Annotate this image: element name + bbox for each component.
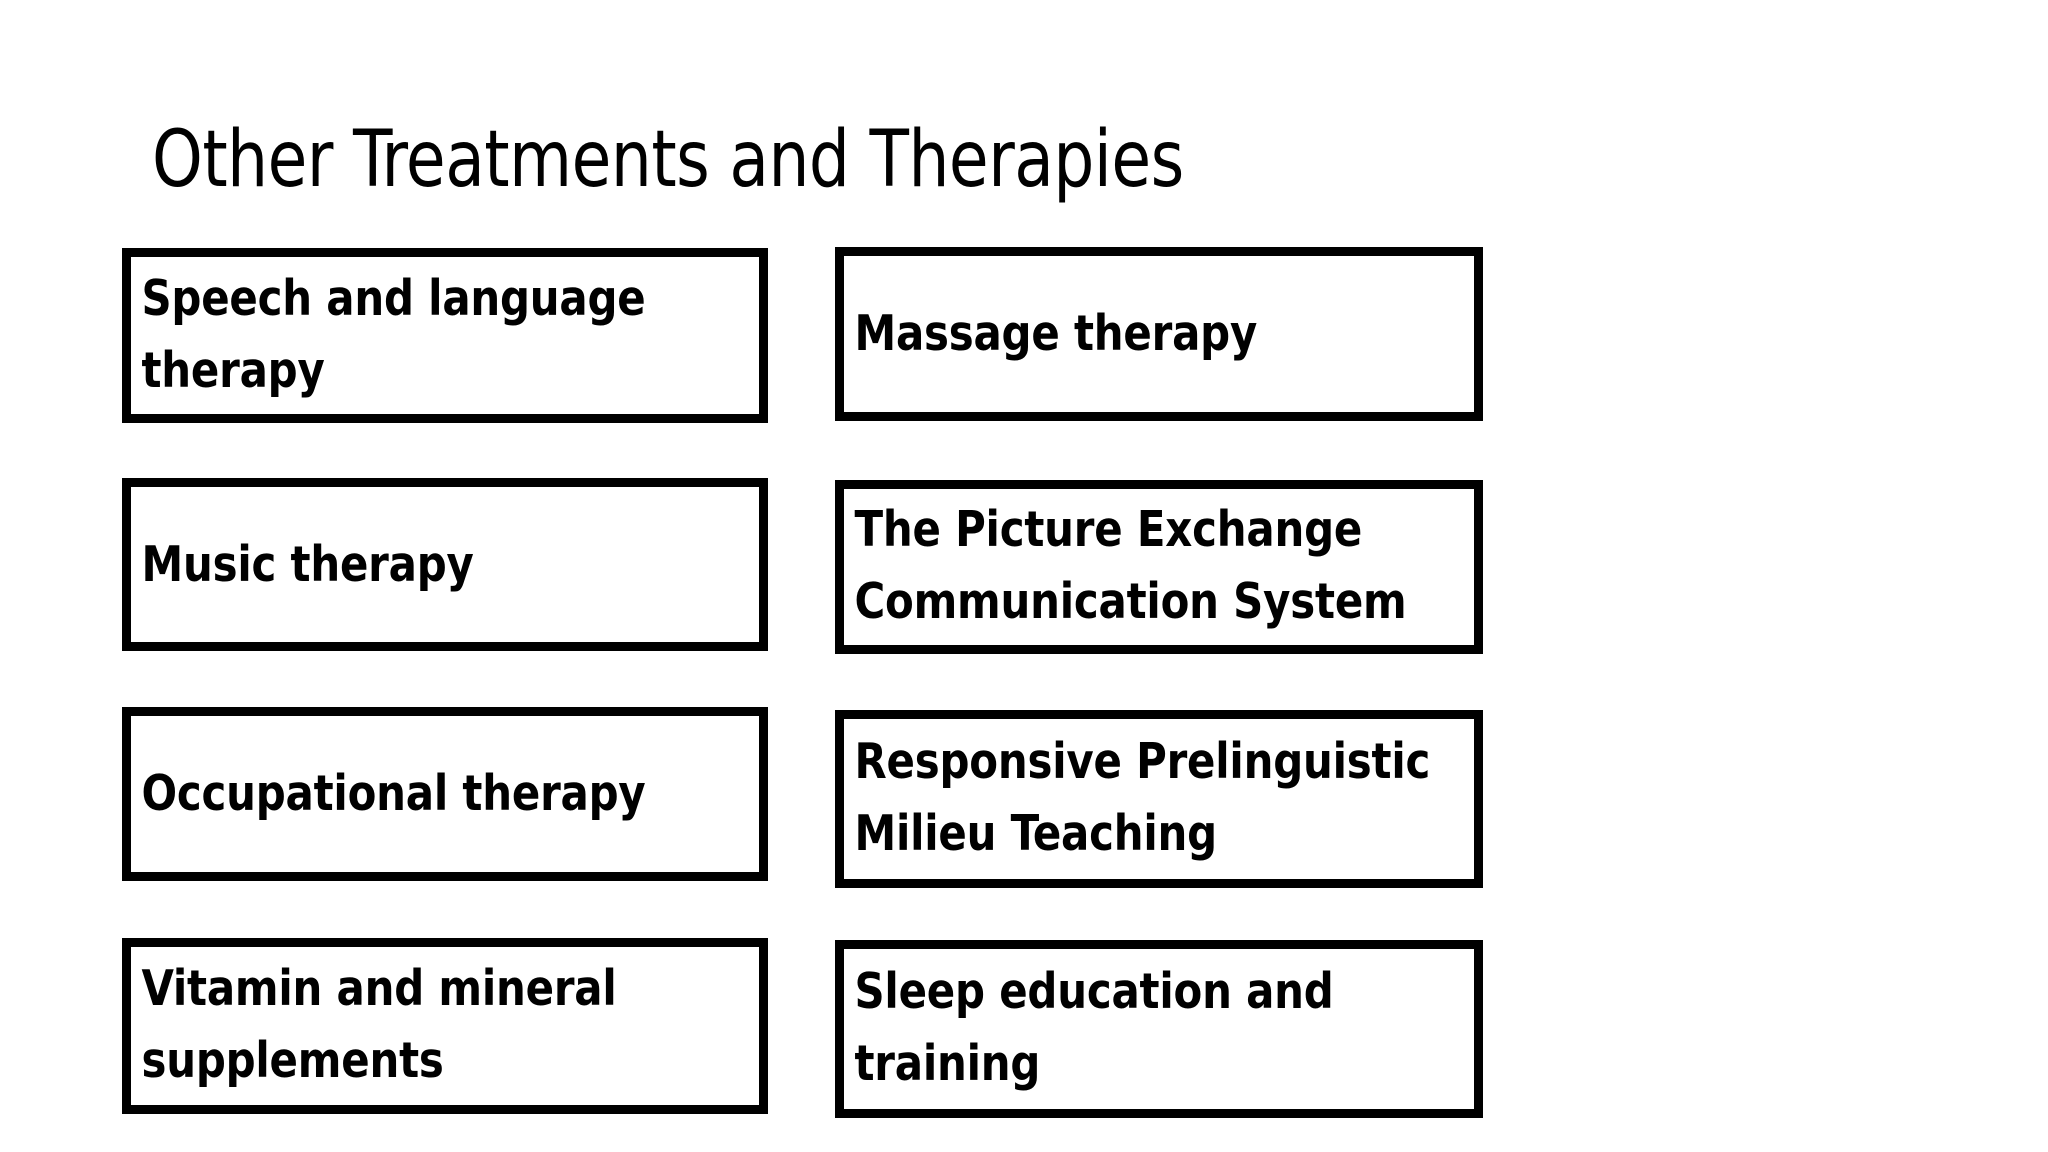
treatment-box-vitamin-and-mineral-supplements[interactable]: Vitamin and mineral supplements (122, 938, 768, 1114)
treatment-box-label: Responsive Prelinguistic Milieu Teaching (854, 733, 1431, 862)
treatment-box-music-therapy[interactable]: Music therapy (122, 478, 768, 651)
treatment-box-massage-therapy[interactable]: Massage therapy (835, 247, 1483, 421)
treatment-box-occupational-therapy[interactable]: Occupational therapy (122, 707, 768, 881)
treatment-box-label: Massage therapy (854, 305, 1258, 362)
treatment-box-picture-exchange-communication-system[interactable]: The Picture Exchange Communication Syste… (835, 480, 1483, 654)
page-title: Other Treatments and Therapies (152, 115, 1184, 205)
treatment-box-label: Occupational therapy (141, 765, 646, 822)
treatment-box-label: Vitamin and mineral supplements (141, 960, 617, 1089)
treatment-box-label: Music therapy (141, 535, 474, 593)
treatment-box-speech-and-language-therapy[interactable]: Speech and language therapy (122, 248, 768, 423)
treatment-box-label: Sleep education and training (854, 963, 1334, 1092)
treatment-box-responsive-prelinguistic-milieu-teaching[interactable]: Responsive Prelinguistic Milieu Teaching (835, 710, 1483, 888)
treatment-box-label: The Picture Exchange Communication Syste… (854, 501, 1407, 630)
treatment-box-label: Speech and language therapy (141, 269, 646, 399)
treatment-box-sleep-education-and-training[interactable]: Sleep education and training (835, 940, 1483, 1118)
